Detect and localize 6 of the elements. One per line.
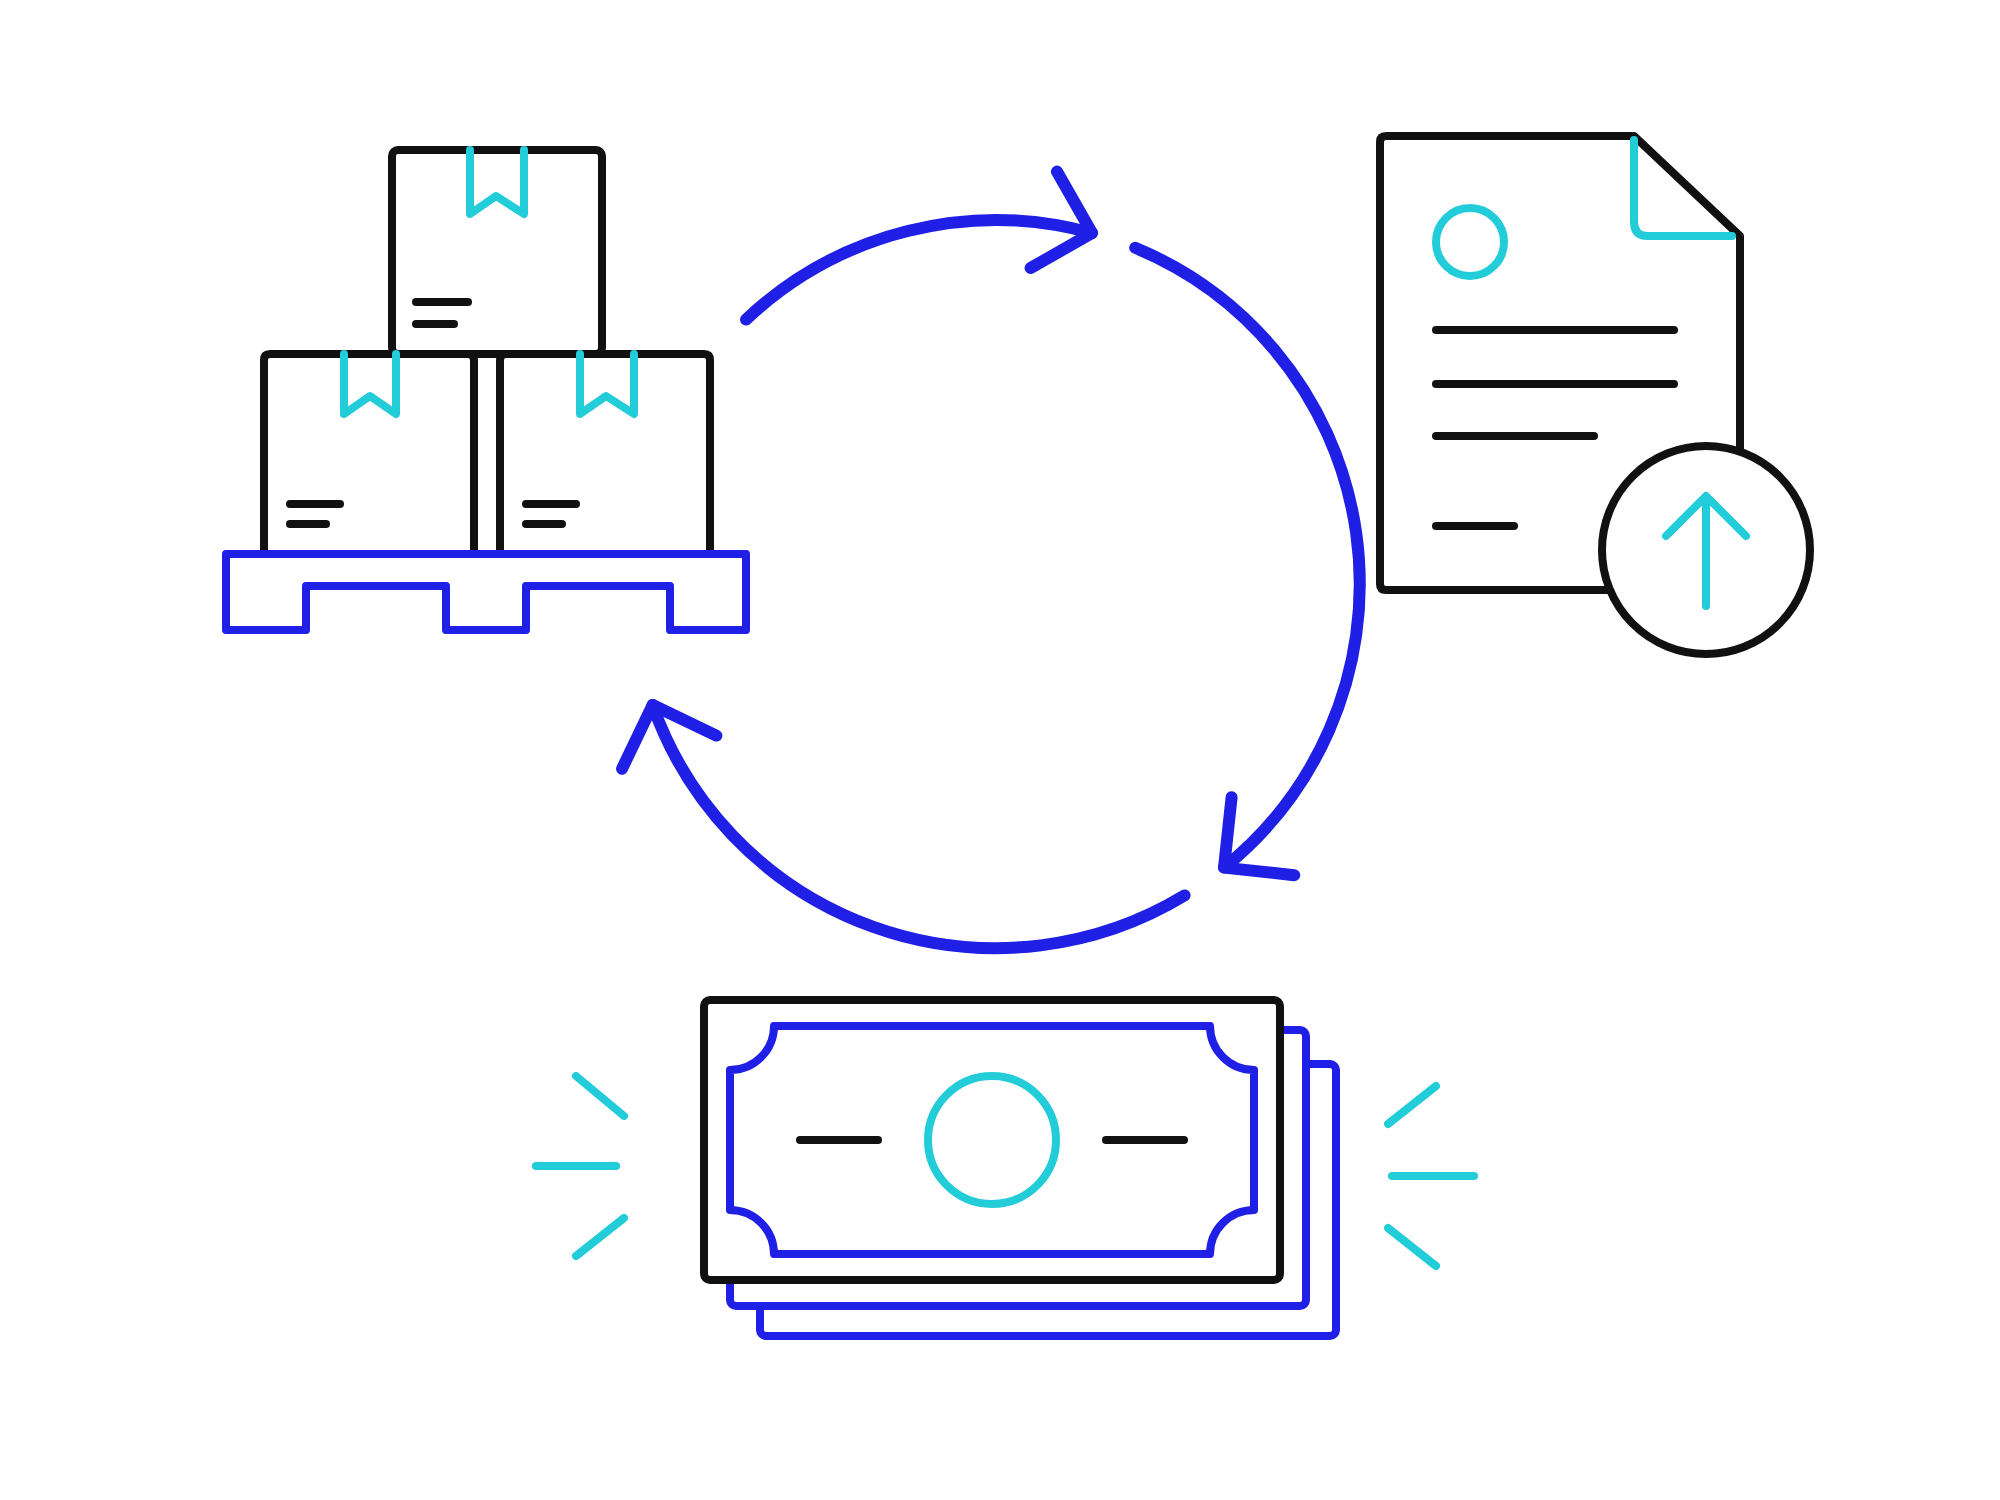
curved-arrow: [1129, 241, 1366, 877]
curved-arrow: [740, 167, 1098, 326]
banknotes-illustration: [528, 992, 1484, 1344]
curved-arrow: [620, 699, 1191, 954]
boxes-on-pallet-illustration: [218, 142, 754, 638]
document-upload-illustration: [1372, 128, 1820, 660]
